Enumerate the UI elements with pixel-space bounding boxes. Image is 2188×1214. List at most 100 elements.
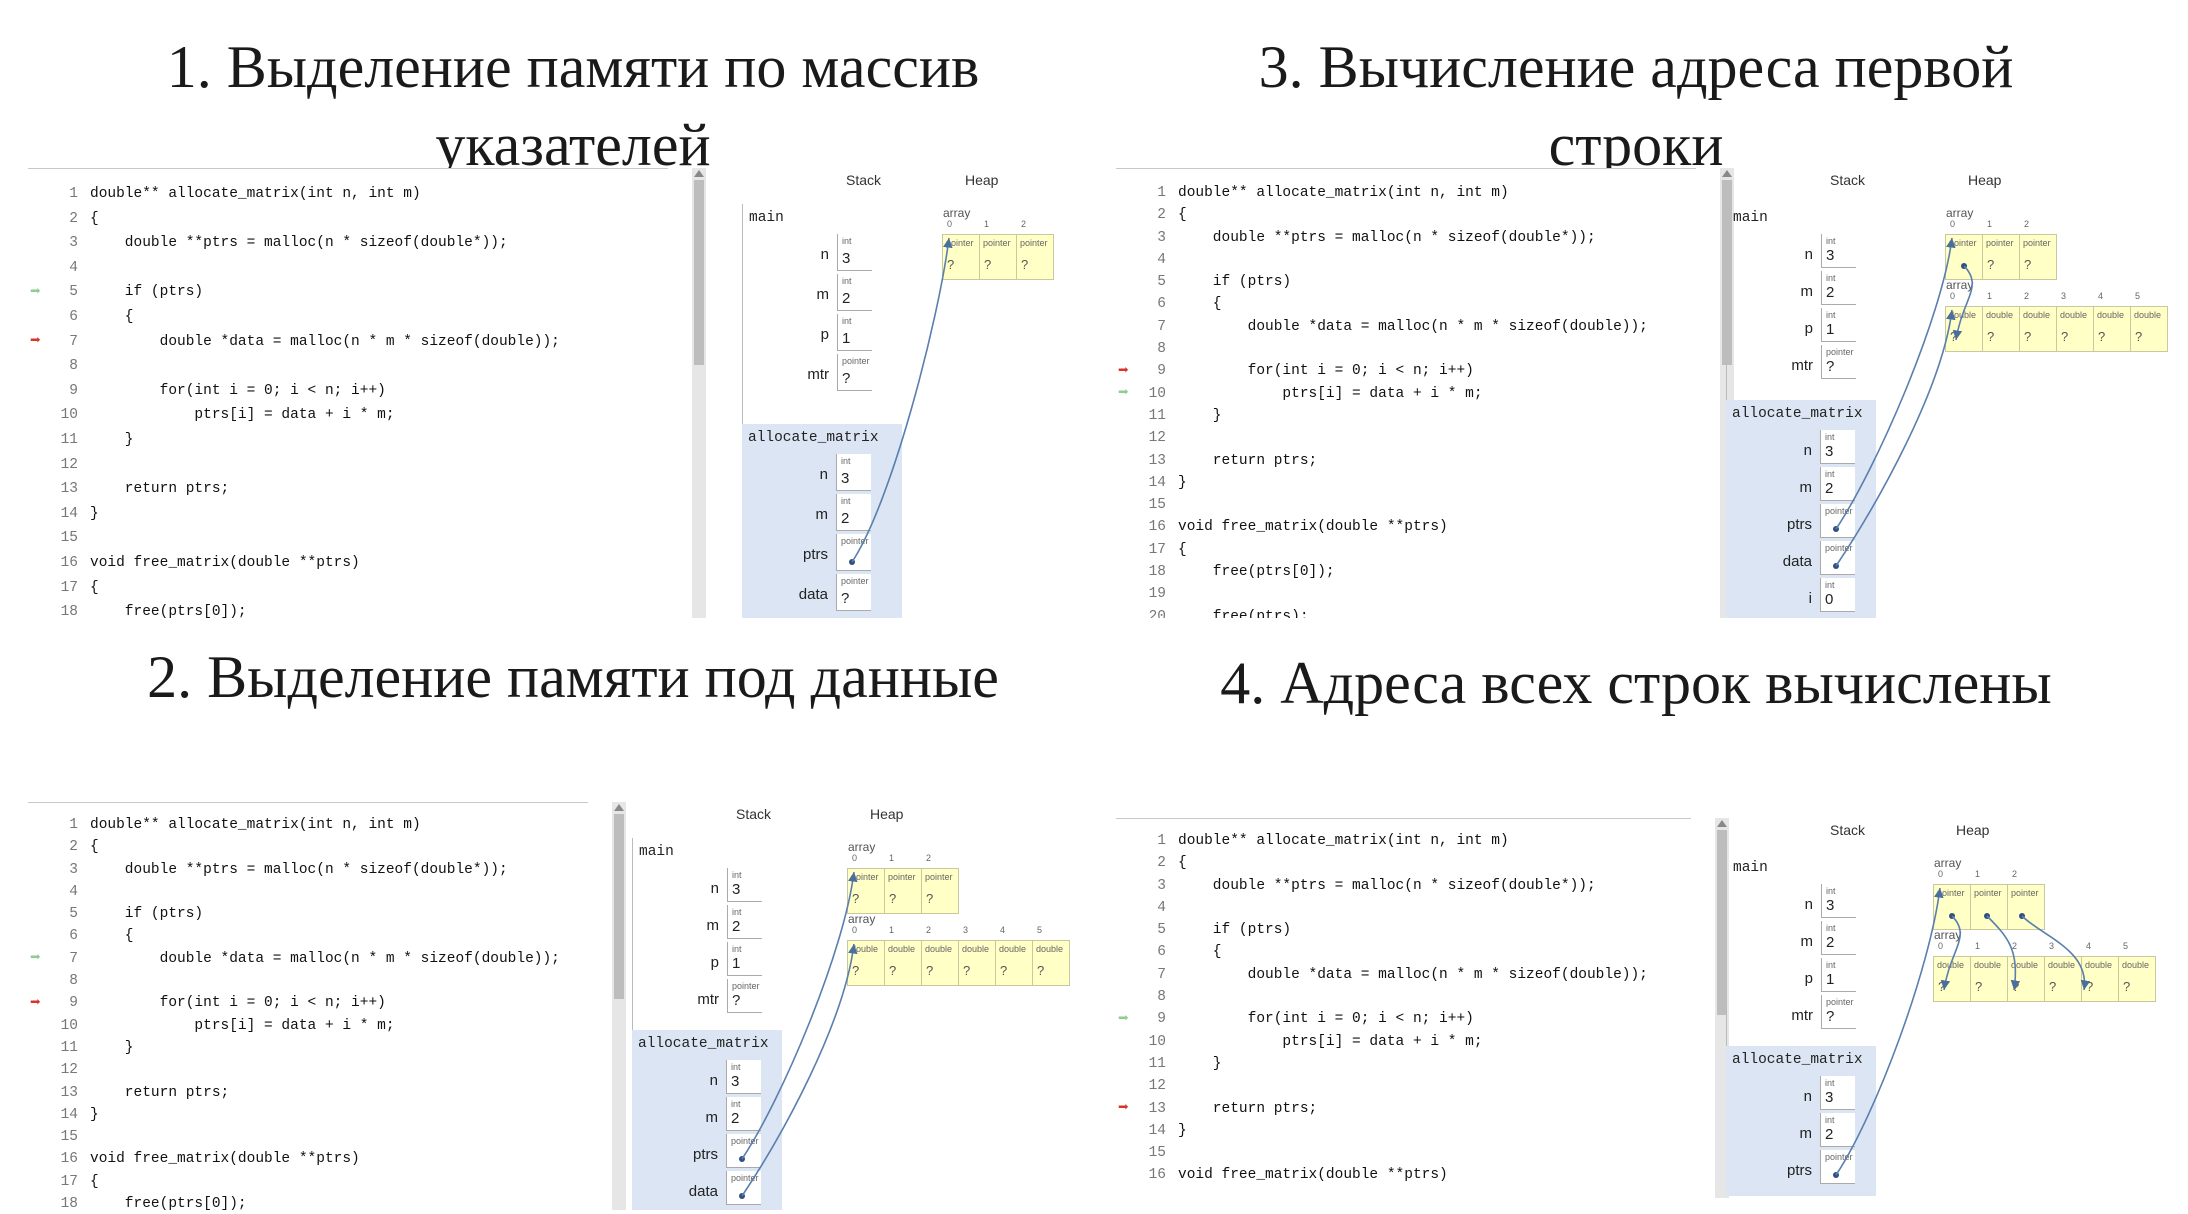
variable-type: pointer [841, 576, 869, 586]
variable-type: int [1825, 1115, 1835, 1125]
code-text: free(ptrs[0]); [1178, 564, 1335, 581]
heap-cell-type: double [2122, 960, 2150, 970]
code-text: if (ptrs) [90, 284, 204, 301]
scroll-thumb[interactable] [694, 180, 704, 365]
code-line: 3 double **ptrs = malloc(n * sizeof(doub… [28, 231, 668, 256]
next-line-arrow-icon: ➡ [30, 331, 41, 352]
code-text: double **ptrs = malloc(n * sizeof(double… [90, 235, 508, 252]
heap-cell-index: 2 [2024, 291, 2030, 301]
code-text: double** allocate_matrix(int n, int m) [1178, 833, 1509, 849]
code-scrollbar[interactable] [1715, 818, 1729, 1198]
variable-type: int [1826, 923, 1836, 933]
code-text: double** allocate_matrix(int n, int m) [1178, 185, 1509, 201]
heap-cell-type: double [2097, 310, 2125, 320]
heap-cell-index: 2 [926, 925, 932, 935]
code-scrollbar[interactable] [692, 168, 706, 618]
heap-cell-value: ? [2098, 329, 2106, 344]
variable-name: m [815, 506, 829, 523]
heap-cell-value: ? [2086, 979, 2094, 994]
heap-array-label: array [848, 912, 876, 926]
heap-cell-value: ? [984, 257, 992, 272]
variable-type: pointer [732, 981, 760, 991]
code-divider [1116, 168, 1696, 169]
heap-cell-index: 0 [1950, 219, 1956, 229]
variable-type: int [842, 316, 852, 326]
heap-cell-value: ? [1987, 257, 1995, 272]
code-line: ➡10 ptrs[i] = data + i * m; [1116, 383, 1696, 405]
variable-name: ptrs [802, 546, 828, 563]
code-text: return ptrs; [90, 1084, 230, 1101]
line-number: 5 [69, 906, 78, 923]
heap-cell-value: ? [889, 963, 897, 978]
code-scrollbar[interactable] [612, 802, 626, 1210]
scroll-thumb[interactable] [614, 814, 624, 999]
line-number: 6 [69, 928, 78, 945]
code-line: 8 [28, 354, 668, 379]
code-line: 13 return ptrs; [1116, 450, 1696, 472]
variable-name: mtr [1791, 1007, 1813, 1024]
code-text: { [90, 579, 99, 596]
heap-cell-index: 1 [984, 219, 990, 229]
variable-value: 2 [1825, 480, 1834, 497]
variable-type: pointer [1825, 1152, 1853, 1162]
variable-name: n [1803, 1088, 1812, 1105]
line-number: 2 [69, 839, 78, 856]
line-number: 11 [60, 431, 78, 448]
frame-name: main [749, 210, 784, 226]
heap-cell-value: ? [2024, 257, 2032, 272]
code-line: 12 [1116, 427, 1696, 449]
code-text: ptrs[i] = data + i * m; [1178, 385, 1483, 402]
heap-cell-type: double [888, 944, 916, 954]
code-line: 15 [28, 1126, 588, 1148]
line-number: 10 [60, 407, 78, 424]
visualizer-panel: 1 double** allocate_matrix(int n, int m) 2… [28, 802, 1088, 1210]
variable-type: int [1826, 273, 1836, 283]
heap-cell-type: double [1036, 944, 1064, 954]
variable-value: 3 [731, 1073, 740, 1090]
variable-type: int [732, 907, 742, 917]
variable-value: 2 [842, 290, 851, 307]
heap-cell-type: double [851, 944, 879, 954]
scroll-up-icon[interactable] [1722, 170, 1732, 177]
variable-type: pointer [1826, 347, 1854, 357]
code-text: double** allocate_matrix(int n, int m) [90, 817, 421, 833]
scroll-up-icon[interactable] [1717, 820, 1727, 827]
scroll-up-icon[interactable] [614, 804, 624, 811]
code-text: } [1178, 407, 1222, 424]
line-number: 7 [1157, 966, 1166, 983]
code-line: ➡9 for(int i = 0; i < n; i++) [1116, 1008, 1691, 1030]
code-text: for(int i = 0; i < n; i++) [90, 382, 386, 399]
code-line: 15 [1116, 1142, 1691, 1164]
scroll-thumb[interactable] [1717, 830, 1727, 1015]
code-text: { [1178, 944, 1222, 961]
step-title-line: 3. Вычисление адреса первой [1258, 34, 2014, 100]
line-number: 1 [69, 817, 78, 833]
heap-cell-index: 0 [1938, 869, 1944, 879]
code-divider [28, 802, 588, 803]
scroll-thumb[interactable] [1722, 180, 1732, 365]
code-line: 4 [1116, 249, 1696, 271]
heap-cell-index: 5 [2135, 291, 2141, 301]
current-line-arrow-icon: ➡ [1118, 383, 1129, 404]
heap-cell-index: 2 [1021, 219, 1027, 229]
code-line: 15 [28, 526, 668, 551]
code-text: } [90, 505, 99, 522]
line-number: 3 [1157, 229, 1166, 246]
scroll-up-icon[interactable] [694, 170, 704, 177]
